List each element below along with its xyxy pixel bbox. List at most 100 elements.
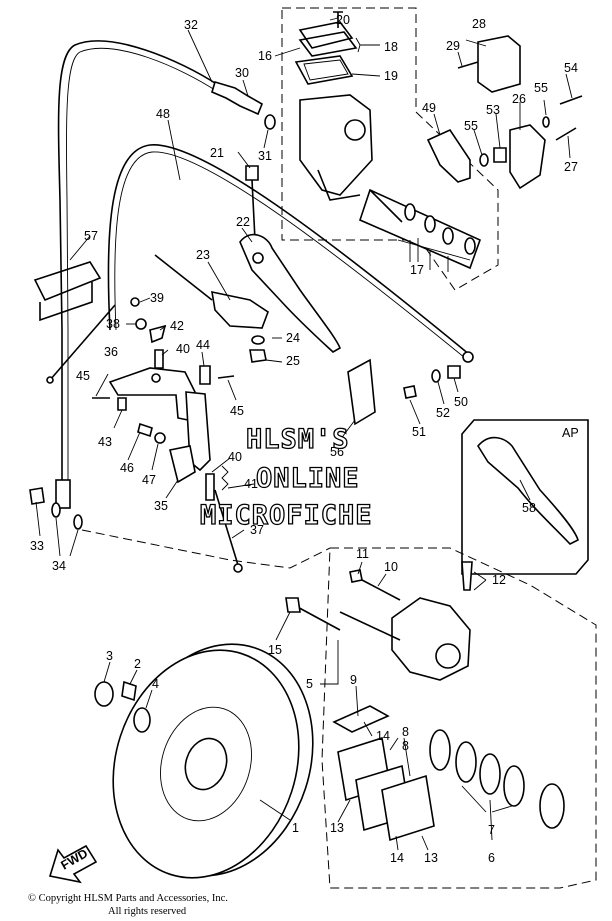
fwd-arrow: FWD — [48, 844, 98, 884]
inset-ap-label: AP — [562, 426, 579, 440]
collar-24 — [251, 335, 265, 345]
copyright-line-1: © Copyright HLSM Parts and Accessories, … — [28, 893, 228, 904]
callout-30: 30 — [235, 66, 249, 80]
washer-34b — [73, 514, 83, 530]
pin-43 — [117, 397, 127, 411]
callout-18: 18 — [384, 40, 398, 54]
cable-adjuster — [211, 81, 264, 116]
pedal-49 — [426, 128, 471, 183]
callout-15: 15 — [268, 643, 282, 657]
callout-14a: 14 — [376, 729, 390, 743]
washer-38 — [135, 318, 147, 330]
callout-45b: 45 — [230, 404, 244, 418]
collar-55 — [479, 153, 489, 167]
callout-47: 47 — [142, 473, 156, 487]
nut-39 — [130, 297, 140, 307]
copyright-line-2: All rights reserved — [108, 906, 187, 917]
callout-50: 50 — [454, 395, 468, 409]
bolt-15-head — [285, 597, 301, 613]
spring-41 — [221, 465, 229, 491]
watermark-line-3: MICROFICHE — [200, 500, 373, 531]
label-tag — [347, 358, 376, 426]
diaphragm — [294, 55, 354, 85]
callout-24: 24 — [286, 331, 300, 345]
callout-46: 46 — [120, 461, 134, 475]
brake-disc — [112, 643, 314, 879]
callout-56: 56 — [330, 445, 344, 459]
callout-8b: 8 — [402, 739, 409, 753]
washer-55b — [542, 116, 550, 128]
bushing-53 — [493, 147, 507, 163]
watermark-line-1: HLSM'S — [246, 424, 350, 455]
callout-54: 54 — [564, 61, 578, 75]
callout-25: 25 — [286, 354, 300, 368]
callout-numbers: 32 30 31 48 21 16 20 18 19 17 22 23 24 2… — [30, 13, 578, 865]
callout-38: 38 — [106, 317, 120, 331]
clip-42 — [149, 324, 167, 344]
callout-44: 44 — [196, 338, 210, 352]
bolt-46 — [137, 422, 153, 438]
callout-57: 57 — [84, 229, 98, 243]
reservoir-cap — [298, 21, 358, 57]
callout-45a: 45 — [76, 369, 90, 383]
pin-44 — [199, 365, 211, 385]
callout-55b: 55 — [534, 81, 548, 95]
callout-42: 42 — [170, 319, 184, 333]
cable-clamp — [33, 261, 102, 322]
callout-39: 39 — [150, 291, 164, 305]
callout-28: 28 — [472, 17, 486, 31]
piston-6b — [539, 783, 565, 829]
cotter-45 — [217, 375, 235, 379]
screw-11 — [349, 569, 363, 583]
callout-23: 23 — [196, 248, 210, 262]
lever-pivot — [252, 252, 264, 264]
callout-13b: 13 — [424, 851, 438, 865]
bolt-27 — [555, 127, 577, 141]
rod-cable — [107, 144, 471, 356]
callout-34: 34 — [52, 559, 66, 573]
diaphragm-inner — [303, 59, 349, 81]
pin-40b — [205, 473, 215, 501]
pushrod-end — [233, 563, 243, 573]
washer-34a — [51, 502, 61, 518]
callout-41: 41 — [244, 477, 258, 491]
callout-58: 58 — [522, 501, 536, 515]
brake-pad-c — [381, 774, 435, 842]
callout-7: 7 — [488, 823, 495, 837]
lever-bracket — [211, 290, 269, 329]
callout-5: 5 — [306, 677, 313, 691]
callout-6: 6 — [488, 851, 495, 865]
circlip-3 — [94, 681, 114, 707]
inset-ap-box — [461, 419, 589, 575]
callout-35: 35 — [154, 499, 168, 513]
callout-10: 10 — [384, 560, 398, 574]
nut-25 — [249, 349, 267, 363]
rod-end — [46, 376, 54, 384]
leader-lines — [35, 17, 573, 851]
copyright-notice: © Copyright HLSM Parts and Accessories, … — [28, 892, 228, 918]
adjuster-rod — [49, 304, 116, 381]
switch-bracket — [509, 124, 546, 190]
callout-8a: 8 — [402, 725, 409, 739]
bolt-51 — [403, 385, 417, 399]
callout-11: 11 — [356, 547, 369, 561]
callout-52: 52 — [436, 406, 450, 420]
callout-13a: 13 — [330, 821, 344, 835]
pin-40 — [154, 349, 164, 369]
brake-cable-inner — [66, 47, 219, 505]
brake-caliper — [391, 597, 471, 681]
cap-screw — [333, 11, 343, 28]
bolt-10 — [339, 611, 401, 641]
callout-36: 36 — [104, 345, 118, 359]
callout-48: 48 — [156, 107, 170, 121]
callout-3: 3 — [106, 649, 113, 663]
callout-40a: 40 — [176, 342, 190, 356]
bracket-rod — [154, 254, 213, 301]
callout-43: 43 — [98, 435, 112, 449]
callout-2: 2 — [134, 657, 141, 671]
brake-bracket — [169, 445, 196, 484]
callout-21: 21 — [210, 146, 224, 160]
seal-7b — [479, 753, 501, 795]
callout-40b: 40 — [228, 450, 242, 464]
washer-52 — [431, 369, 441, 383]
